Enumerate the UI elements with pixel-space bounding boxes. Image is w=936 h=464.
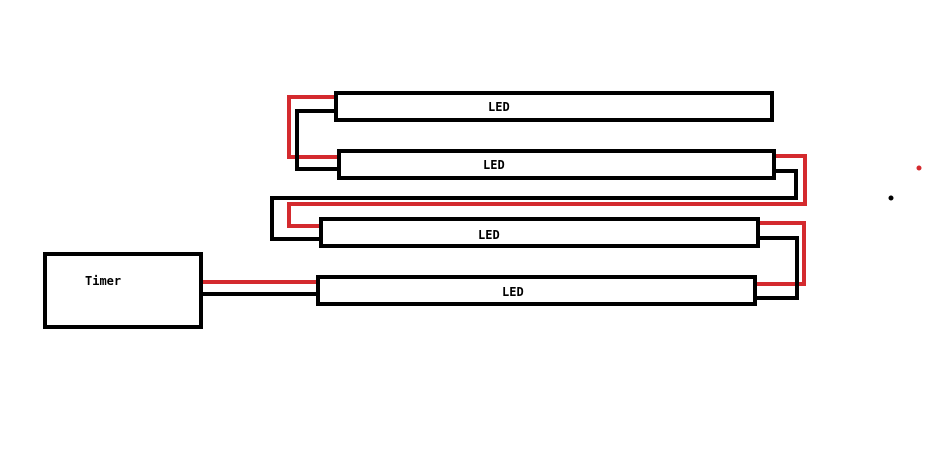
- black-wire-led2-led3: [270, 169, 798, 241]
- black-dot: [888, 195, 894, 201]
- red-wire-led2-led3: [287, 154, 807, 228]
- led-label-1: LED: [488, 100, 510, 114]
- led-tube-3: LED: [319, 217, 760, 248]
- wires: [200, 95, 807, 300]
- led-label-4: LED: [502, 285, 524, 299]
- red-wire-led3-led4-right: [753, 221, 806, 286]
- black-wire-led3-led4-right: [753, 236, 799, 300]
- led-label-3: LED: [478, 228, 500, 242]
- red-dot: [916, 165, 922, 171]
- led-tube-4: LED: [316, 275, 757, 306]
- black-wire-led1-led2-left: [295, 109, 340, 171]
- timer-label: Timer: [85, 274, 121, 288]
- led-tube-2: LED: [337, 149, 776, 180]
- red-wire-led1-led2-left: [287, 95, 340, 159]
- led-label-2: LED: [483, 158, 505, 172]
- timer-box: Timer: [43, 252, 203, 329]
- led-tube-1: LED: [334, 91, 774, 122]
